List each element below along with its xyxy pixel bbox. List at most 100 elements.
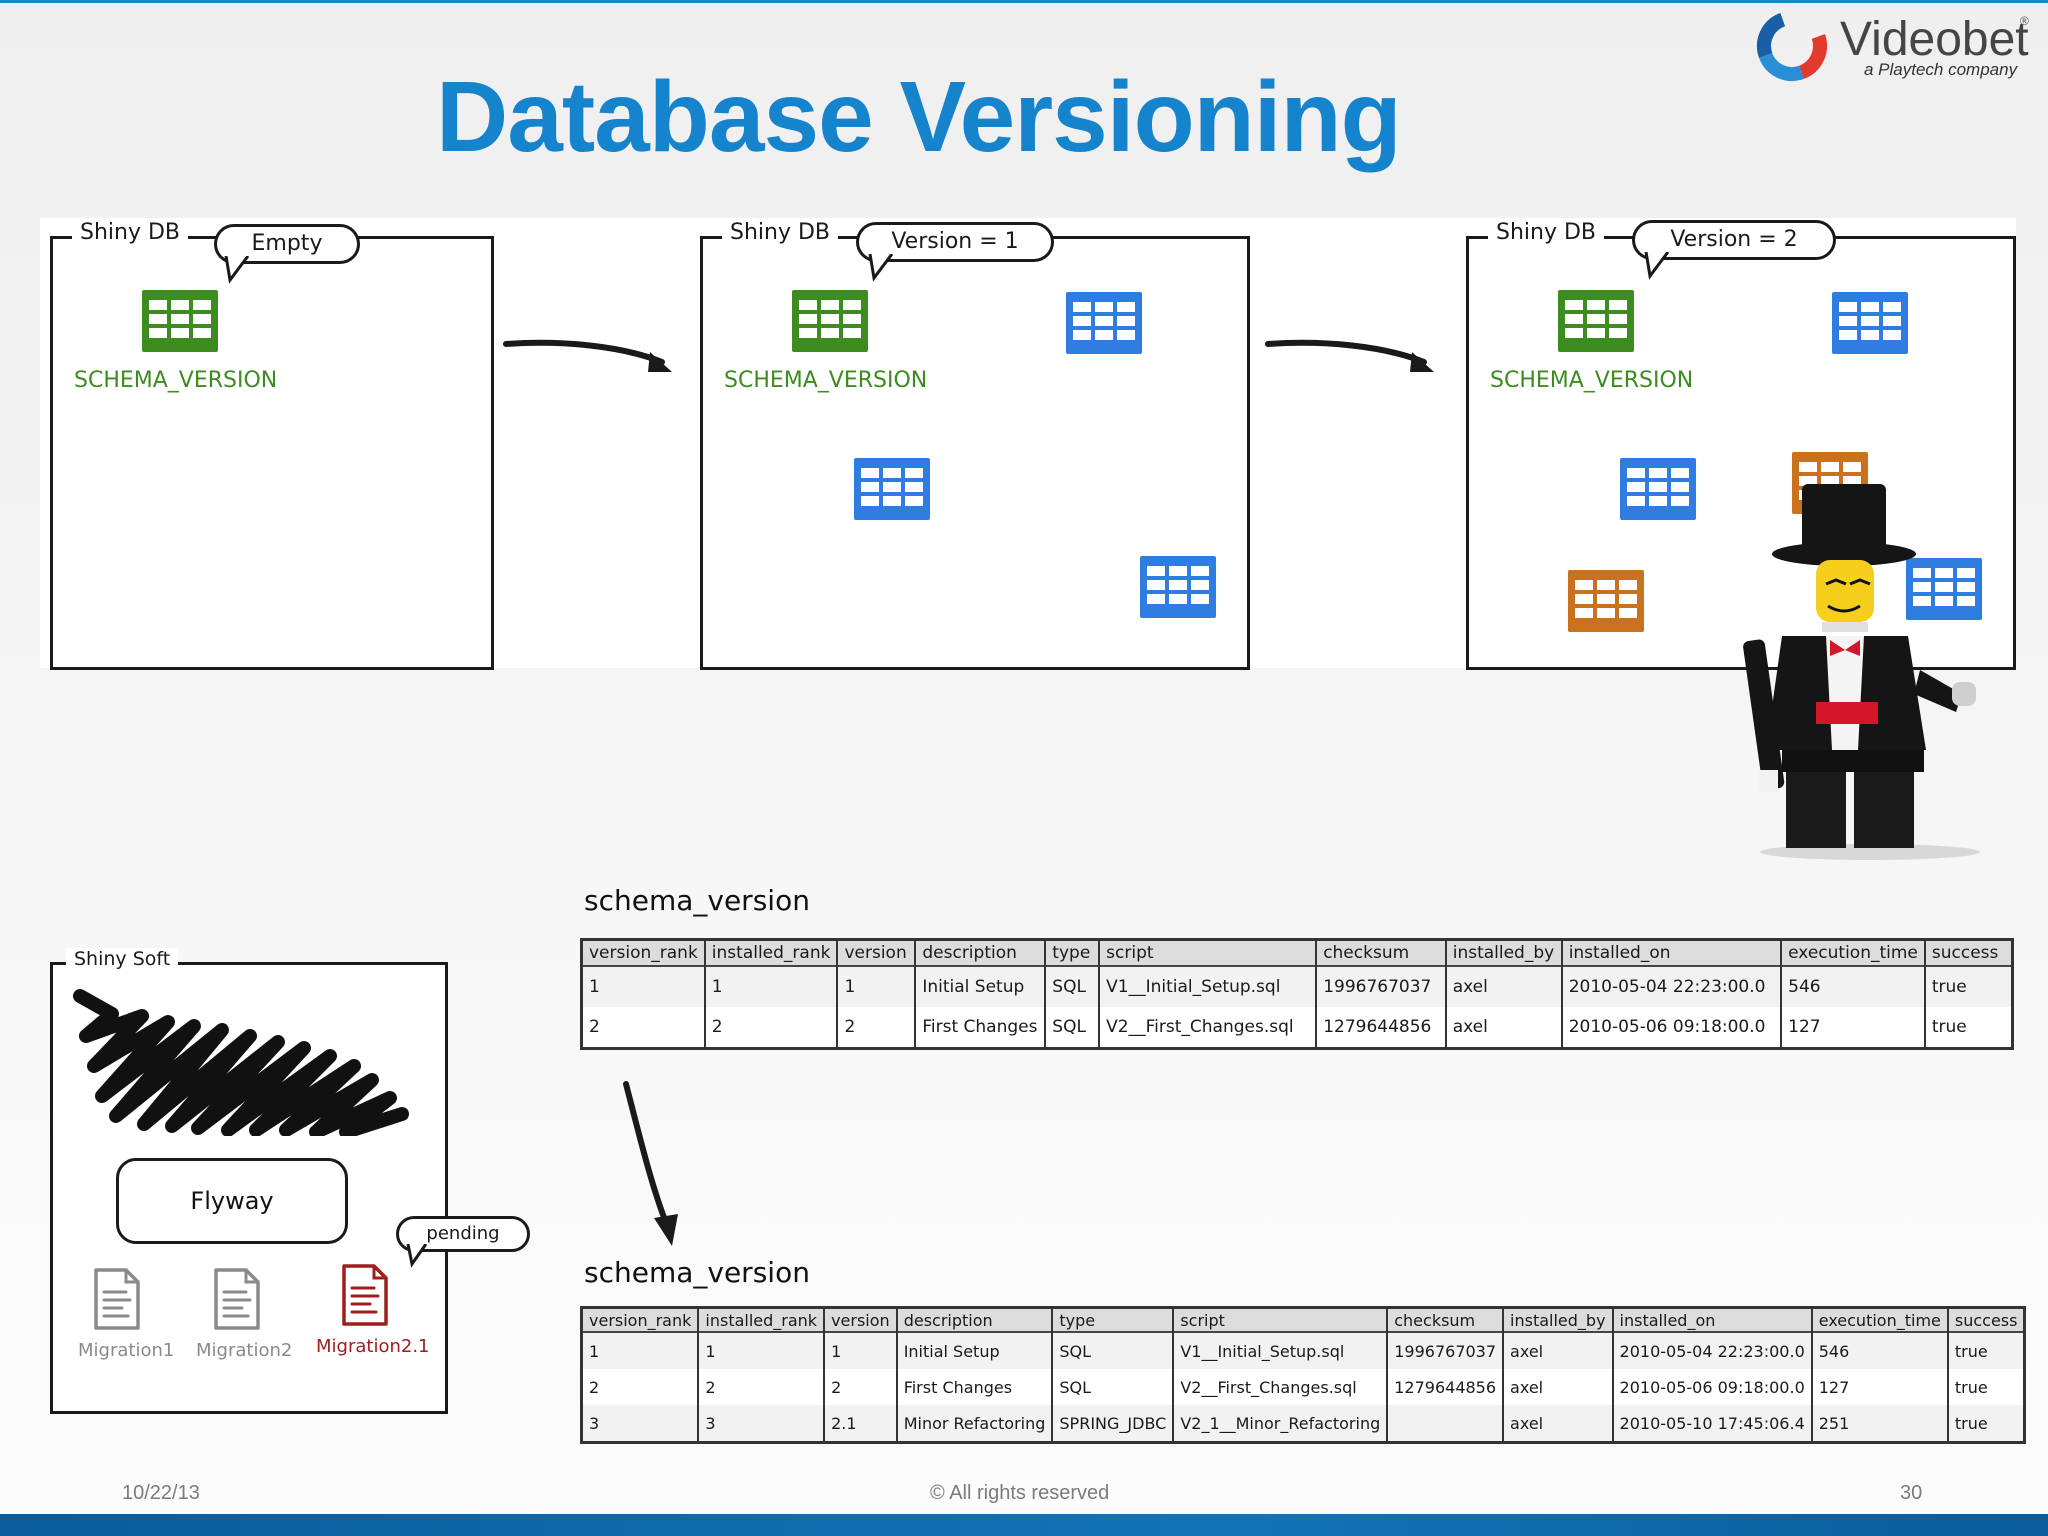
footer-copyright: © All rights reserved <box>930 1482 1110 1504</box>
table-cell: 2010-05-06 09:18:00.0 <box>1611 1369 1812 1405</box>
table-cell: SQL <box>1044 1007 1100 1049</box>
migration-file-icon <box>94 1268 140 1330</box>
table-cell: true <box>1923 966 2013 1007</box>
db-box-empty <box>50 236 494 670</box>
table-label: schema_version <box>584 884 810 917</box>
table-cell: 1 <box>697 1332 825 1369</box>
table-cell: 2 <box>580 1007 705 1049</box>
table-cell: true <box>1923 1007 2013 1049</box>
migration-label: Migration1 <box>78 1340 175 1361</box>
table-cell: 1 <box>580 1332 699 1369</box>
table-cell <box>1386 1405 1504 1443</box>
table-cell: SQL <box>1044 966 1100 1007</box>
table-cell: 1 <box>823 1332 897 1369</box>
schema-version-table-after: version_rank installed_rank version desc… <box>580 1306 2027 1444</box>
table-cell: 127 <box>1780 1007 1925 1049</box>
blue-table-icon <box>1066 292 1142 354</box>
table-cell: axel <box>1502 1332 1613 1369</box>
table-cell: 2010-05-06 09:18:00.0 <box>1560 1007 1782 1049</box>
table-cell: axel <box>1502 1405 1613 1443</box>
table-cell: 1 <box>580 966 705 1007</box>
table-header-row: version_rank installed_rank version desc… <box>580 1307 2025 1332</box>
table-cell: 2010-05-04 22:23:00.0 <box>1611 1332 1812 1369</box>
scribble-icon <box>73 989 409 1136</box>
column-header: version_rank <box>580 939 705 966</box>
table-header-row: version_rank installed_rank version desc… <box>580 939 2013 966</box>
schema-version-table-icon <box>792 290 868 352</box>
table-cell: SQL <box>1051 1369 1174 1405</box>
table-cell: 2010-05-04 22:23:00.0 <box>1560 966 1782 1007</box>
table-cell: 1996767037 <box>1315 966 1446 1007</box>
table-label: schema_version <box>584 1256 810 1289</box>
column-header: version <box>823 1307 897 1332</box>
table-cell: true <box>1946 1405 2025 1443</box>
column-header: script <box>1098 939 1317 966</box>
column-header: version_rank <box>580 1307 699 1332</box>
table-cell: First Changes <box>895 1369 1053 1405</box>
migration-file-icon <box>214 1268 260 1330</box>
videobet-logo-icon <box>1757 11 1827 81</box>
top-accent-line <box>0 0 2048 3</box>
table-cell: 1996767037 <box>1386 1332 1504 1369</box>
logo-name: Videobet <box>1840 13 2029 66</box>
blue-table-icon <box>1832 292 1908 354</box>
logo-registered-mark: ® <box>2020 14 2029 28</box>
pending-migration-file-icon <box>342 1264 388 1326</box>
table-cell: Minor Refactoring <box>895 1405 1053 1443</box>
table-cell: axel <box>1444 1007 1562 1049</box>
table-cell: 1279644856 <box>1315 1007 1446 1049</box>
column-header: type <box>1051 1307 1174 1332</box>
table-cell: 2 <box>836 1007 916 1049</box>
arrow-right-icon <box>503 339 672 372</box>
table-cell: Initial Setup <box>914 966 1046 1007</box>
table-cell: 2010-05-10 17:45:06.4 <box>1611 1405 1812 1443</box>
table-cell: 1 <box>836 966 916 1007</box>
table-cell: V1__Initial_Setup.sql <box>1172 1332 1388 1369</box>
speech-bubble-tail <box>1644 252 1670 280</box>
column-header: installed_rank <box>703 939 838 966</box>
table-row: 1 1 1 Initial Setup SQL V1__Initial_Setu… <box>580 966 2013 1007</box>
table-cell: 2 <box>823 1369 897 1405</box>
table-cell: 2.1 <box>823 1405 897 1443</box>
table-row: 3 3 2.1 Minor Refactoring SPRING_JDBC V2… <box>580 1405 2025 1443</box>
table-cell: 546 <box>1780 966 1925 1007</box>
table-cell: V1__Initial_Setup.sql <box>1098 966 1317 1007</box>
db-label: Shiny DB <box>1488 220 1605 245</box>
arrow-down-icon <box>623 1081 678 1246</box>
column-header: execution_time <box>1780 939 1925 966</box>
column-header: description <box>914 939 1046 966</box>
table-cell: 2 <box>580 1369 699 1405</box>
table-cell: 2 <box>697 1369 825 1405</box>
slide-title: Database Versioning <box>436 61 1402 173</box>
table-cell: SQL <box>1051 1332 1174 1369</box>
speech-bubble-tail <box>868 254 894 282</box>
table-cell: 251 <box>1810 1405 1948 1443</box>
db-label: Shiny DB <box>722 220 839 245</box>
videobet-logo: Videobet ® a Playtech company <box>1752 6 2032 86</box>
column-header: execution_time <box>1810 1307 1948 1332</box>
column-header: installed_on <box>1560 939 1782 966</box>
schema-version-label: SCHEMA_VERSION <box>724 368 928 393</box>
flyway-box: Flyway <box>116 1158 348 1244</box>
logo-tagline: a Playtech company <box>1864 60 2018 79</box>
table-cell: true <box>1946 1369 2025 1405</box>
blue-table-icon <box>1140 556 1216 618</box>
shiny-soft-label: Shiny Soft <box>66 948 179 970</box>
table-cell: Initial Setup <box>895 1332 1053 1369</box>
table-cell: 3 <box>580 1405 699 1443</box>
table-cell: 1 <box>703 966 838 1007</box>
footer-page-number: 30 <box>1900 1482 1923 1504</box>
speech-bubble-version-1: Version = 1 <box>856 222 1054 262</box>
lego-magician-figure <box>1743 484 1980 860</box>
schema-version-table-icon <box>1558 290 1634 352</box>
speech-bubble-tail <box>224 256 250 284</box>
table-cell: true <box>1946 1332 2025 1369</box>
arrow-right-icon <box>1265 339 1434 372</box>
column-header: installed_by <box>1444 939 1562 966</box>
column-header: installed_by <box>1502 1307 1613 1332</box>
table-cell: axel <box>1502 1369 1613 1405</box>
column-header: checksum <box>1386 1307 1504 1332</box>
blue-table-icon <box>1620 458 1696 520</box>
table-cell: 546 <box>1810 1332 1948 1369</box>
schema-version-table-before: version_rank installed_rank version desc… <box>580 938 2014 1050</box>
